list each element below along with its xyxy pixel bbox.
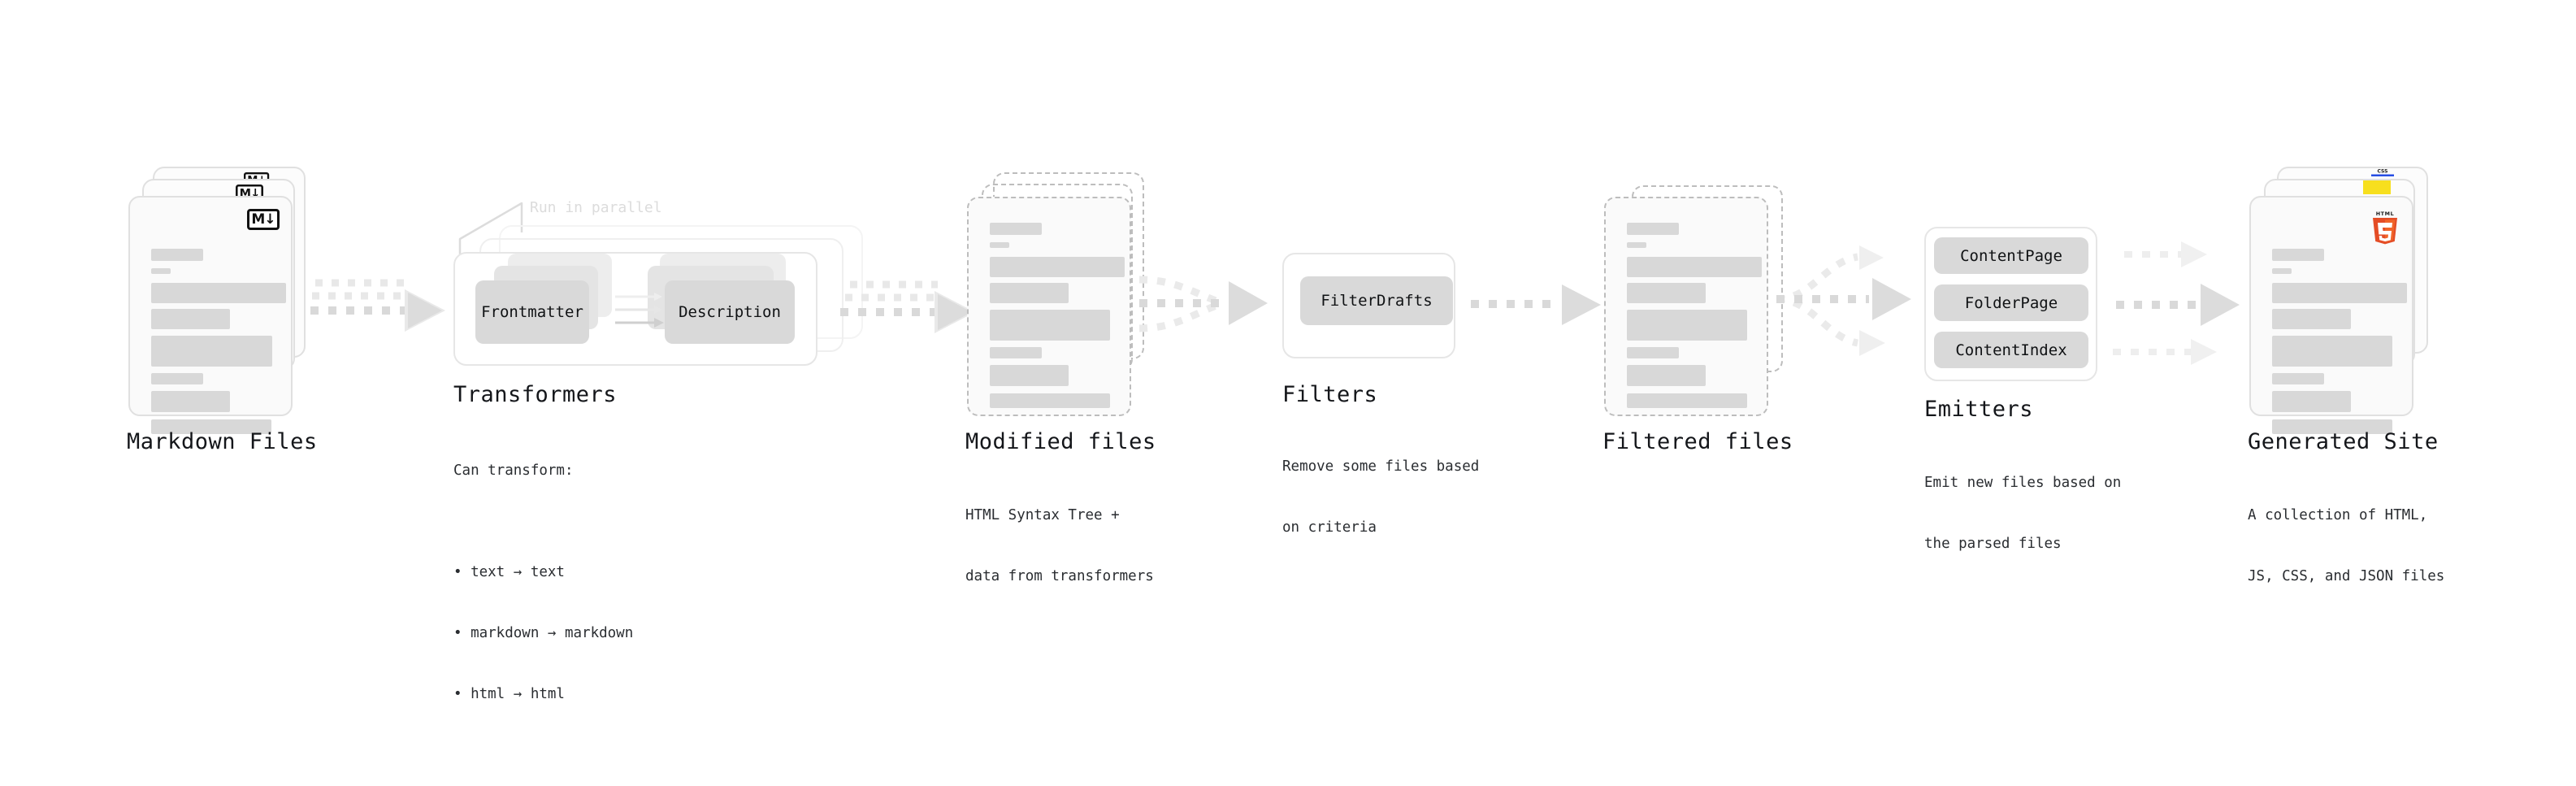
skeleton-bar — [1627, 393, 1747, 408]
stage-subtitle-emitters: Emit new files based on the parsed files — [1924, 432, 2121, 595]
chip-filterdrafts-label: FilterDrafts — [1321, 292, 1433, 310]
skeleton-bar — [990, 257, 1125, 277]
skeleton-bar — [2272, 309, 2351, 329]
skeleton-bar — [1627, 310, 1747, 341]
filtered-card-front — [1604, 197, 1768, 416]
skeleton-bar — [2272, 419, 2392, 434]
js-icon — [2363, 180, 2391, 194]
skeleton-bar — [151, 336, 272, 367]
skeleton-bar — [2272, 249, 2324, 261]
chip-contentindex[interactable]: ContentIndex — [1934, 332, 2088, 368]
skeleton-bar — [2272, 391, 2351, 412]
stage-subtitle-transformers: Can transform: • text → text • markdown … — [453, 420, 633, 786]
chip-frontmatter-label: Frontmatter — [481, 303, 583, 321]
stage-title-modified-files: Modified files — [965, 429, 1156, 454]
transformers-sub-line: • html → html — [453, 686, 565, 702]
connector-emitters-to-site — [2113, 241, 2240, 365]
chip-contentindex-label: ContentIndex — [1955, 341, 2067, 359]
markdown-icon: M↓ — [247, 209, 280, 230]
modified-sub-line: HTML Syntax Tree + — [965, 507, 1120, 523]
emitters-sub-line: the parsed files — [1924, 536, 2062, 552]
run-in-parallel-label: Run in parallel — [530, 199, 662, 216]
chip-folderpage-label: FolderPage — [1964, 293, 2058, 312]
skeleton-bar — [2272, 373, 2324, 384]
stage-title-filters: Filters — [1282, 382, 1378, 407]
site-sub-line: A collection of HTML, — [2248, 507, 2428, 523]
modified-card-front — [967, 197, 1131, 416]
stage-title-markdown-files: Markdown Files — [127, 429, 318, 454]
stage-title-transformers: Transformers — [453, 382, 618, 407]
stage-subtitle-modified-files: HTML Syntax Tree + data from transformer… — [965, 465, 1154, 627]
transformers-sub-line: • text → text — [453, 564, 565, 580]
stage-title-generated-site: Generated Site — [2248, 429, 2439, 454]
stage-title-filtered-files: Filtered files — [1602, 429, 1793, 454]
html5-icon: HTML — [2373, 211, 2397, 245]
skeleton-bar — [990, 283, 1069, 303]
chip-frontmatter[interactable]: Frontmatter — [475, 280, 589, 344]
skeleton-bar — [151, 391, 230, 412]
chip-description[interactable]: Description — [665, 280, 795, 344]
skeleton-bar — [990, 365, 1069, 386]
skeleton-bar — [990, 393, 1110, 408]
skeleton-bar — [990, 242, 1009, 248]
transformers-sub-line: Can transform: — [453, 462, 574, 479]
chip-filterdrafts[interactable]: FilterDrafts — [1300, 276, 1453, 325]
modified-sub-line: data from transformers — [965, 568, 1154, 584]
skeleton-bar — [990, 223, 1042, 235]
transformers-sub-line: • markdown → markdown — [453, 625, 634, 641]
connector-md-to-transformers — [310, 279, 445, 332]
chip-contentpage[interactable]: ContentPage — [1934, 237, 2088, 274]
skeleton-bar — [1627, 257, 1762, 277]
stage-subtitle-filters: Remove some files based on criteria — [1282, 416, 1479, 579]
chip-description-label: Description — [679, 303, 781, 321]
skeleton-bar — [1627, 347, 1679, 358]
stage-title-emitters: Emitters — [1924, 397, 2034, 422]
skeleton-bar — [2272, 268, 2292, 274]
skeleton-bar — [2272, 283, 2407, 303]
skeleton-bar — [990, 310, 1110, 341]
skeleton-bar — [151, 309, 230, 329]
skeleton-bar — [151, 373, 203, 384]
stage-subtitle-generated-site: A collection of HTML, JS, CSS, and JSON … — [2248, 465, 2444, 627]
skeleton-bar — [990, 347, 1042, 358]
skeleton-bar — [151, 419, 271, 434]
skeleton-bar — [151, 283, 286, 303]
filters-sub-line: on criteria — [1282, 519, 1377, 536]
skeleton-bar — [2272, 336, 2392, 367]
transformers-capability-list: • text → text • markdown → markdown • ht… — [453, 522, 633, 745]
skeleton-bar — [1627, 365, 1706, 386]
emitters-sub-line: Emit new files based on — [1924, 475, 2122, 491]
markdown-card-front: M↓ — [128, 196, 293, 434]
svg-text:HTML: HTML — [2376, 211, 2395, 217]
skeleton-bar — [1627, 283, 1706, 303]
chip-contentpage-label: ContentPage — [1960, 246, 2062, 265]
pipeline-diagram: M↓ M↓ M↓ Markdown Files — [127, 167, 2444, 702]
connector-modified-to-filters — [1138, 276, 1268, 332]
site-card-front-html: HTML — [2249, 196, 2413, 434]
skeleton-bar — [151, 249, 203, 261]
skeleton-bar — [1627, 223, 1679, 235]
skeleton-bar — [1627, 242, 1646, 248]
site-sub-line: JS, CSS, and JSON files — [2248, 568, 2445, 584]
connector-filtered-to-emitters — [1776, 245, 1911, 356]
chip-folderpage[interactable]: FolderPage — [1934, 284, 2088, 321]
connector-filters-to-filtered — [1471, 284, 1601, 325]
filters-sub-line: Remove some files based — [1282, 458, 1480, 475]
skeleton-bar — [151, 268, 171, 274]
